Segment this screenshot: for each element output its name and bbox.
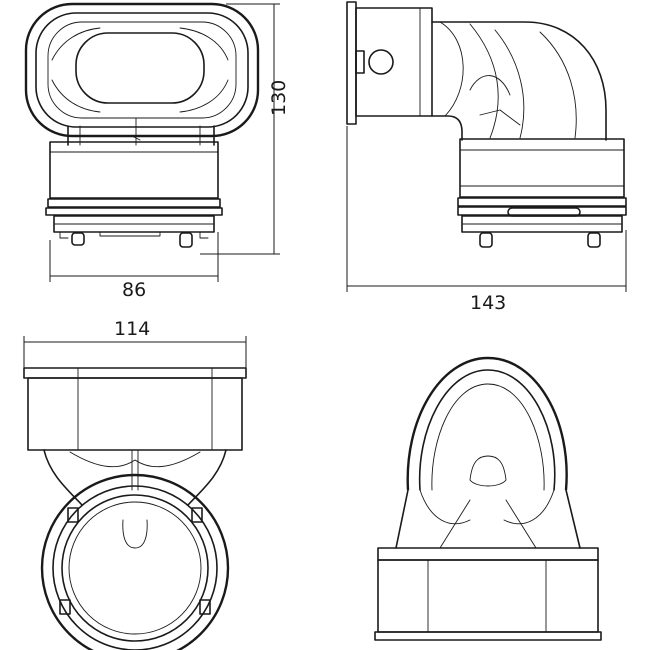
back-dome-outer [406, 356, 568, 491]
clip-left [71, 232, 85, 246]
round-bore [61, 494, 209, 642]
dimension-130-label: 130 [268, 79, 290, 116]
top-view [23, 336, 247, 650]
oval-outlet-outer [24, 2, 260, 138]
transition [43, 449, 227, 506]
latch-right-bottom [199, 599, 211, 615]
back-drain [469, 455, 507, 487]
seal-ring-lower [45, 207, 223, 216]
latch-left-top [67, 507, 79, 523]
round-outlet-outer [40, 473, 230, 650]
oval-outlet-inner [35, 12, 249, 128]
side-clip-left [479, 232, 493, 248]
oval-outlet-lip [47, 21, 237, 119]
elbow-inner [431, 115, 463, 141]
socket-body [355, 7, 433, 117]
top-socket [27, 377, 243, 451]
back-view [374, 356, 602, 641]
hinge-tab [355, 50, 365, 74]
oval-bore [75, 32, 205, 104]
hinge-pin [368, 49, 394, 75]
front-view [24, 2, 280, 282]
dimension-143-label: 143 [470, 292, 507, 314]
back-dome-inner [418, 369, 556, 491]
latch-right-top [191, 507, 203, 523]
top-rim [23, 367, 247, 379]
base-lip [374, 631, 602, 641]
round-outlet-gasket [52, 485, 218, 650]
side-clip-right [587, 232, 601, 248]
dimension-114-label: 114 [114, 318, 151, 340]
elbow-outer [431, 21, 607, 141]
latch-left-bottom [59, 599, 71, 615]
base-rim [377, 547, 599, 561]
clip-right [179, 232, 193, 248]
side-seal-upper [457, 197, 627, 207]
seal-ring-upper [47, 198, 221, 208]
flange [346, 1, 357, 125]
base-socket [377, 559, 599, 633]
drain-lip [122, 519, 148, 549]
side-view [346, 1, 627, 292]
oval-shading [51, 27, 229, 113]
dimension-86-label: 86 [122, 279, 147, 301]
side-body [459, 138, 625, 198]
body-cylinder [49, 141, 219, 199]
elbow-shading [439, 21, 577, 139]
neck-detail [79, 117, 201, 146]
